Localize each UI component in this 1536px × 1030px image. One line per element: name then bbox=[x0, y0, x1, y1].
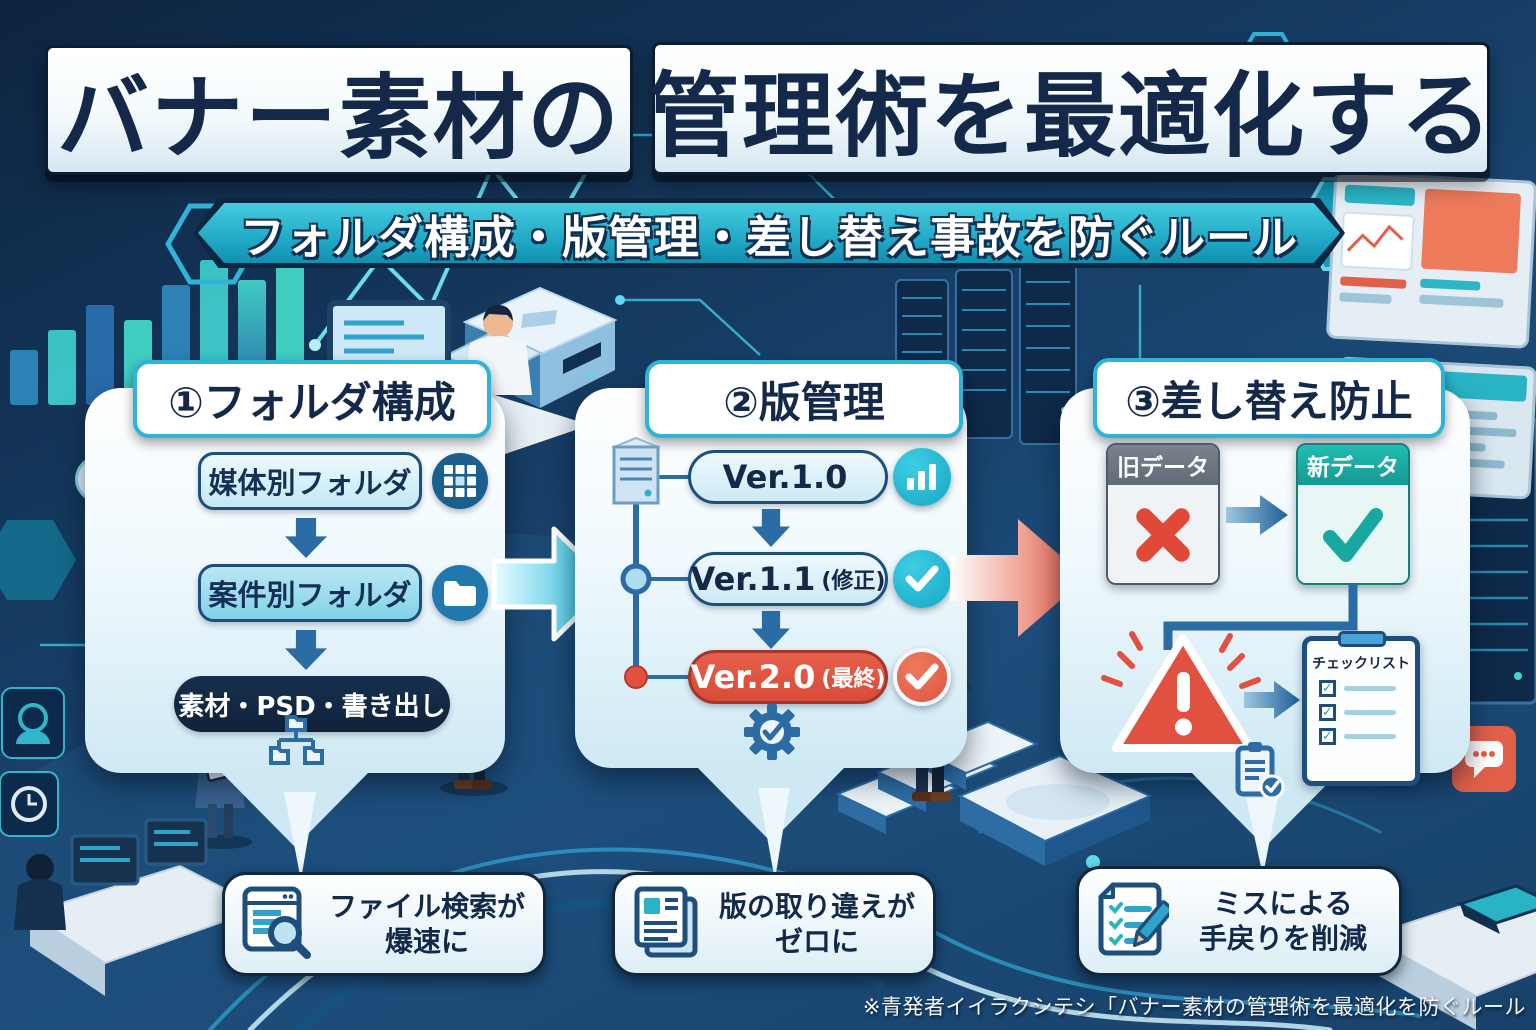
checklist-pencil-icon bbox=[1095, 881, 1175, 961]
benefit-callout-search: ファイル検索が 爆速に bbox=[222, 872, 546, 976]
benefit-line1: ミスによる bbox=[1213, 887, 1353, 920]
server-icon bbox=[611, 436, 661, 505]
documents-icon bbox=[631, 885, 703, 963]
elbow-connector bbox=[1158, 580, 1364, 652]
desk-bottom-left bbox=[14, 818, 265, 996]
arrow-right-icon bbox=[1226, 492, 1290, 538]
check-icon bbox=[1298, 485, 1408, 583]
title-left-text: バナー素材の bbox=[56, 64, 621, 172]
checklist-row: ✓ bbox=[1319, 728, 1415, 745]
clipboard-clip bbox=[1338, 631, 1386, 647]
version-2-0-pill: Ver.2.0 (最終) bbox=[688, 650, 888, 704]
check-icon bbox=[893, 550, 951, 608]
bar-chart-icon bbox=[893, 448, 951, 506]
panel3-header-text: ③差し替え防止 bbox=[1125, 376, 1413, 426]
x-mark-icon bbox=[1108, 485, 1218, 583]
check-icon bbox=[893, 648, 951, 706]
old-data-card: 旧データ bbox=[1106, 443, 1220, 585]
version-2-0-note: (最終) bbox=[821, 667, 886, 692]
side-tiles-left bbox=[0, 687, 65, 837]
step-assets-psd-export-text: 素材・PSD・書き出し bbox=[178, 691, 446, 722]
folder-icon bbox=[432, 565, 488, 621]
version-1-1-label: Ver.1.1 bbox=[690, 560, 816, 598]
checklist-title: チェックリスト bbox=[1312, 656, 1410, 672]
step-project-folder: 案件別フォルダ bbox=[198, 564, 422, 622]
grid-icon bbox=[432, 453, 488, 509]
panel2-header-text: ②版管理 bbox=[723, 377, 885, 427]
version-1-0-pill: Ver.1.0 bbox=[688, 450, 888, 504]
checklist-row: ✓ bbox=[1319, 680, 1415, 697]
step-media-folder-text: 媒体別フォルダ bbox=[208, 466, 412, 500]
title-right-box: 管理術を最適化する bbox=[648, 42, 1492, 175]
benefit-line2: 爆速に bbox=[384, 925, 469, 958]
title-right-text: 管理術を最適化する bbox=[648, 63, 1495, 170]
version-2-0-label: Ver.2.0 bbox=[690, 658, 816, 696]
benefit-text: ミスによる 手戻りを削減 bbox=[1181, 886, 1385, 956]
benefit-text: ファイル検索が 爆速に bbox=[325, 889, 529, 959]
file-search-icon bbox=[241, 885, 313, 963]
folder-tree-icon bbox=[268, 714, 324, 768]
panel3-header: ③差し替え防止 bbox=[1093, 358, 1445, 438]
benefit-callout-versions: 版の取り違えが ゼロに bbox=[612, 872, 936, 976]
benefit-callout-rework: ミスによる 手戻りを削減 bbox=[1076, 866, 1402, 976]
arrow-right-icon bbox=[1244, 678, 1302, 722]
benefit-line1: 版の取り違えが bbox=[718, 890, 915, 923]
subtitle-ribbon: フォルダ構成・版管理・差し替え事故を防ぐルール bbox=[193, 198, 1345, 268]
warning-triangle-icon bbox=[1098, 624, 1268, 772]
version-1-0-label: Ver.1.0 bbox=[722, 458, 848, 496]
checklist-row: ✓ bbox=[1319, 704, 1415, 721]
version-1-1-pill: Ver.1.1 (修正) bbox=[688, 552, 888, 606]
timeline-node-red bbox=[624, 665, 648, 689]
benefit-text: 版の取り違えが ゼロに bbox=[715, 889, 919, 959]
subtitle-text: フォルダ構成・版管理・差し替え事故を防ぐルール bbox=[198, 203, 1340, 263]
version-timeline bbox=[600, 435, 710, 695]
step-assets-psd-export: 素材・PSD・書き出し bbox=[174, 676, 450, 732]
old-data-label: 旧データ bbox=[1117, 455, 1209, 481]
benefit-line2: 手戻りを削減 bbox=[1198, 922, 1367, 955]
panel2-header: ②版管理 bbox=[645, 360, 963, 438]
clipboard-check-icon bbox=[1232, 740, 1286, 802]
gear-check-icon bbox=[744, 704, 800, 760]
title-left-box: バナー素材の bbox=[45, 45, 633, 175]
timeline-node-light bbox=[620, 563, 652, 595]
version-1-1-note: (修正) bbox=[821, 569, 886, 594]
benefit-line1: ファイル検索が bbox=[328, 890, 525, 923]
footer-credit: ※青発者イイラクシテシ「バナー素材の管理術を最適化を防ぐルール bbox=[862, 995, 1526, 1019]
flow-arrow-red bbox=[948, 505, 1090, 651]
panel1-header: ①フォルダ構成 bbox=[133, 360, 491, 438]
new-data-card: 新データ bbox=[1296, 443, 1410, 585]
benefit-line2: ゼロに bbox=[774, 925, 859, 958]
panel1-header-text: ①フォルダ構成 bbox=[168, 377, 456, 427]
checklist-board: チェックリスト ✓ ✓ ✓ bbox=[1302, 631, 1420, 786]
new-data-label: 新データ bbox=[1307, 455, 1399, 481]
step-media-folder: 媒体別フォルダ bbox=[198, 452, 422, 510]
step-project-folder-text: 案件別フォルダ bbox=[208, 578, 412, 612]
